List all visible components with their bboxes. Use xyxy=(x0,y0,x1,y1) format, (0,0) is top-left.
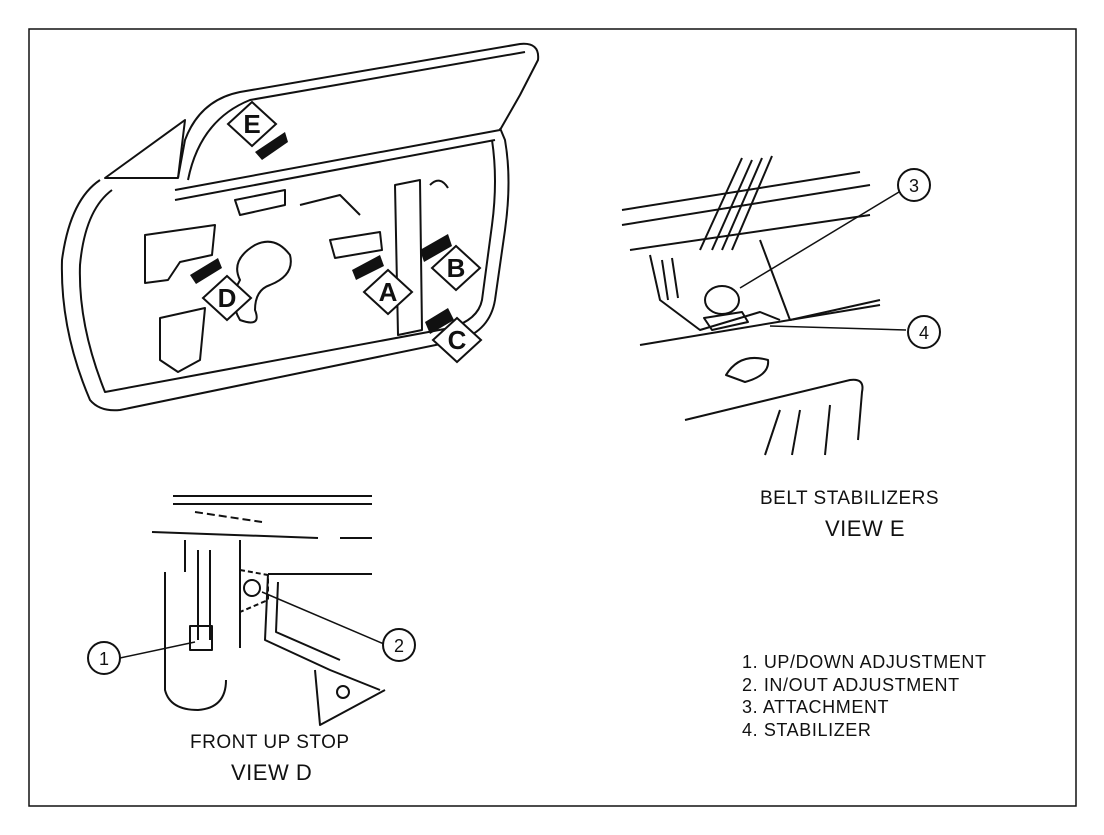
callout-d: D xyxy=(201,274,253,322)
view-d-caption: FRONT UP STOP xyxy=(190,732,350,753)
legend-item-4: 4. STABILIZER xyxy=(742,720,872,740)
callout-1: 1 xyxy=(87,641,121,675)
callout-b-label: B xyxy=(447,253,466,283)
callout-e: E xyxy=(226,100,278,148)
callout-a-label: A xyxy=(379,277,398,307)
callout-3-label: 3 xyxy=(909,176,919,196)
callout-e-label: E xyxy=(243,109,260,139)
view-e-title: VIEW E xyxy=(825,516,906,541)
callout-b: B xyxy=(430,244,482,292)
callout-2-label: 2 xyxy=(394,636,404,656)
door-arrows xyxy=(190,132,454,334)
callout-c-label: C xyxy=(448,325,467,355)
arrow-e xyxy=(255,132,288,160)
door-assembly-drawing xyxy=(60,42,540,412)
legend-item-3: 3. ATTACHMENT xyxy=(742,697,890,717)
view-e-drawing xyxy=(621,155,881,456)
callout-1-label: 1 xyxy=(99,649,109,669)
view-e-caption: BELT STABILIZERS xyxy=(760,488,940,509)
callout-3: 3 xyxy=(897,168,931,202)
view-d-leaders xyxy=(119,591,385,659)
callout-d-label: D xyxy=(218,283,237,313)
callout-4: 4 xyxy=(907,315,941,349)
view-d-drawing xyxy=(151,495,386,726)
legend-item-2: 2. IN/OUT ADJUSTMENT xyxy=(742,675,960,695)
view-e-leaders xyxy=(739,191,907,331)
callout-4-label: 4 xyxy=(919,323,929,343)
callout-c: C xyxy=(431,316,483,364)
arrow-c xyxy=(425,308,454,334)
callout-a: A xyxy=(362,268,414,316)
view-d-title: VIEW D xyxy=(231,760,313,785)
arrow-b xyxy=(420,234,452,262)
arrow-d xyxy=(190,258,222,284)
callout-2: 2 xyxy=(382,628,416,662)
legend-item-1: 1. UP/DOWN ADJUSTMENT xyxy=(742,652,987,672)
arrow-a xyxy=(352,255,384,280)
diagram-border xyxy=(28,28,1077,807)
